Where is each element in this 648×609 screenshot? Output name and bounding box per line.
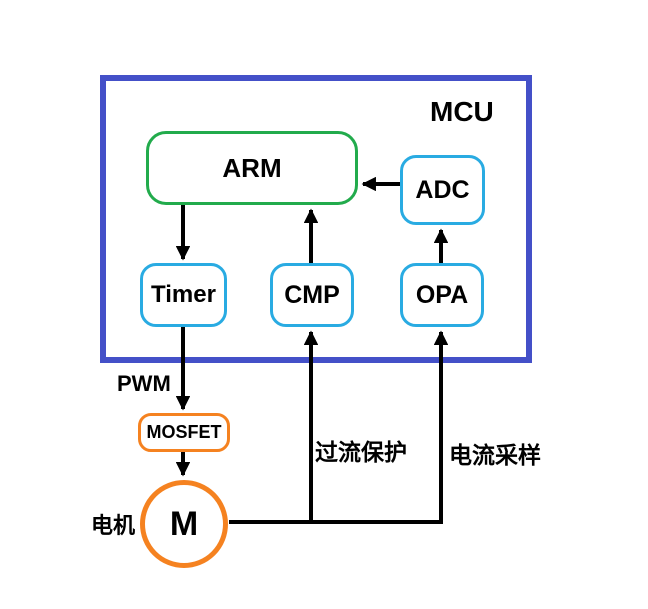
overcurrent-protection-label: 过流保护 — [315, 439, 407, 465]
node-mosfet: MOSFET — [138, 413, 230, 452]
mcu-label: MCU — [430, 96, 494, 127]
current-sampling-label: 电流采样 — [449, 442, 541, 468]
node-motor-label: M — [169, 504, 199, 543]
node-cmp: CMP — [270, 263, 354, 327]
node-adc: ADC — [400, 155, 485, 225]
pwm-label: PWM — [117, 371, 171, 396]
node-timer-label: Timer — [151, 281, 216, 308]
node-motor: M — [140, 480, 228, 568]
node-arm: ARM — [146, 131, 358, 205]
node-adc-label: ADC — [415, 175, 470, 204]
node-timer: Timer — [140, 263, 227, 327]
node-opa-label: OPA — [415, 280, 469, 309]
node-opa: OPA — [400, 263, 484, 327]
node-arm-label: ARM — [222, 152, 282, 183]
node-mosfet-label: MOSFET — [146, 422, 222, 442]
node-cmp-label: CMP — [284, 280, 340, 309]
motor-name-label: 电机 — [91, 513, 136, 538]
